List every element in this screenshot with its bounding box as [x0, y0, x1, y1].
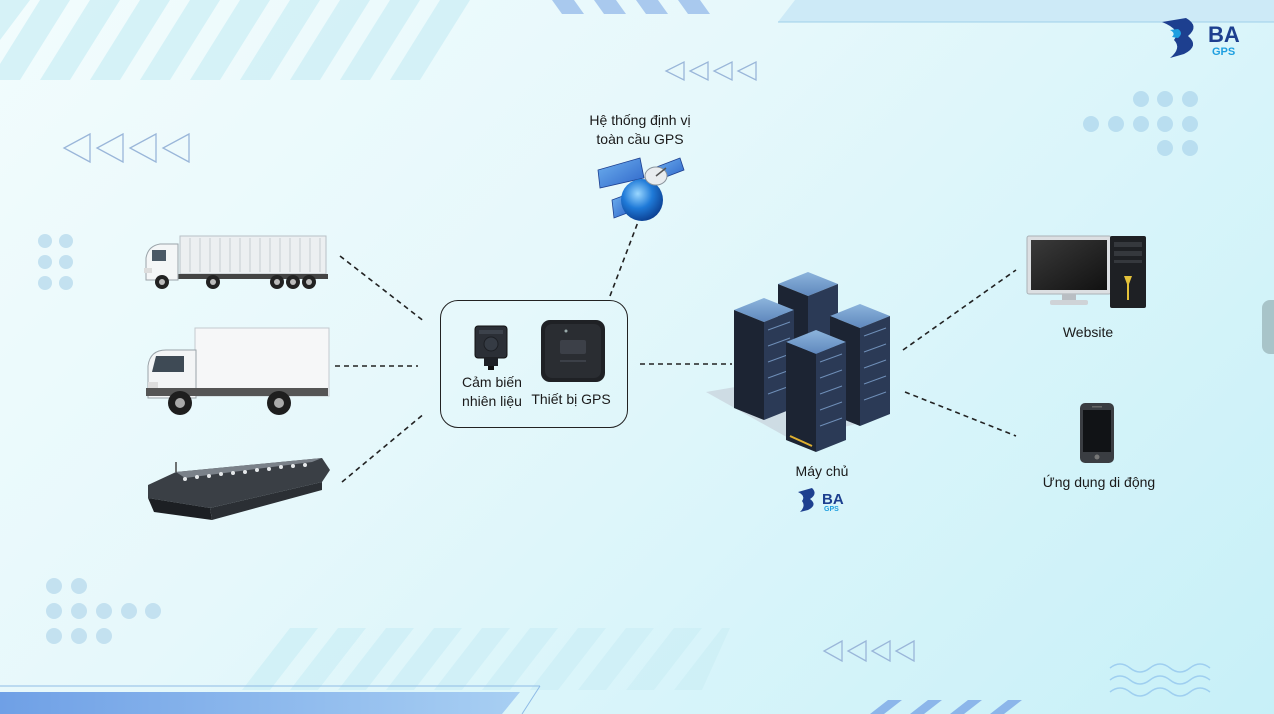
- gps-device-label: Thiết bị GPS: [531, 391, 611, 407]
- left-arrows: [62, 132, 190, 164]
- fuel-sensor-label-line1: Cảm biến: [462, 374, 522, 390]
- server-rack-left: [734, 298, 794, 420]
- satellite-label-line2: toàn cầu GPS: [596, 131, 684, 147]
- device-hub-box: [440, 300, 628, 428]
- bottom-chevrons: [870, 700, 1022, 714]
- fuel-sensor-label-line2: nhiên liệu: [462, 393, 522, 409]
- top-right-bar: [778, 0, 1274, 22]
- container-truck-icon: [144, 235, 328, 289]
- satellite-label-line1: Hệ thống định vị: [589, 112, 691, 128]
- connector-lines: [335, 221, 1017, 483]
- connector-server-mobile: [904, 391, 1017, 437]
- svg-text:BA: BA: [822, 491, 844, 508]
- satellite-icon: [597, 157, 685, 221]
- dots-bottom-left: [46, 578, 161, 644]
- svg-text:GPS: GPS: [824, 506, 839, 513]
- svg-text:BA: BA: [1208, 22, 1240, 47]
- waves-bottom-right: [1109, 663, 1211, 697]
- barge-icon: [148, 458, 330, 520]
- bottom-stripes: [242, 628, 730, 690]
- mobile-app-label: Ứng dụng di động: [1042, 474, 1156, 490]
- top-arrows: [664, 60, 757, 82]
- connector-hub-satellite: [609, 221, 639, 297]
- server-rack-front: [786, 330, 846, 452]
- top-chevrons: [552, 0, 710, 14]
- server-brand-logo: BA GPS: [798, 488, 844, 513]
- connector-barge-hub: [341, 412, 426, 483]
- desktop-computer-icon: [1026, 235, 1146, 308]
- gps-device-icon: [541, 320, 605, 382]
- smartphone-icon: [1080, 403, 1114, 463]
- ba-gps-logo: BA GPS: [1162, 18, 1240, 58]
- connector-truck1-hub: [339, 255, 426, 323]
- top-left-stripes: [0, 0, 470, 80]
- server-label: Máy chủ: [795, 463, 849, 479]
- side-panel-handle[interactable]: [1262, 300, 1274, 354]
- dots-top-right: [1083, 91, 1198, 156]
- svg-text:GPS: GPS: [1212, 46, 1235, 58]
- bottom-arrows: [822, 639, 915, 663]
- fuel-sensor-icon: [474, 325, 508, 370]
- bottom-bar: [0, 692, 520, 714]
- website-label: Website: [1062, 324, 1114, 340]
- dots-left: [38, 234, 73, 290]
- connector-server-website: [902, 269, 1017, 351]
- server-icon: [706, 272, 890, 452]
- box-truck-icon: [146, 327, 330, 415]
